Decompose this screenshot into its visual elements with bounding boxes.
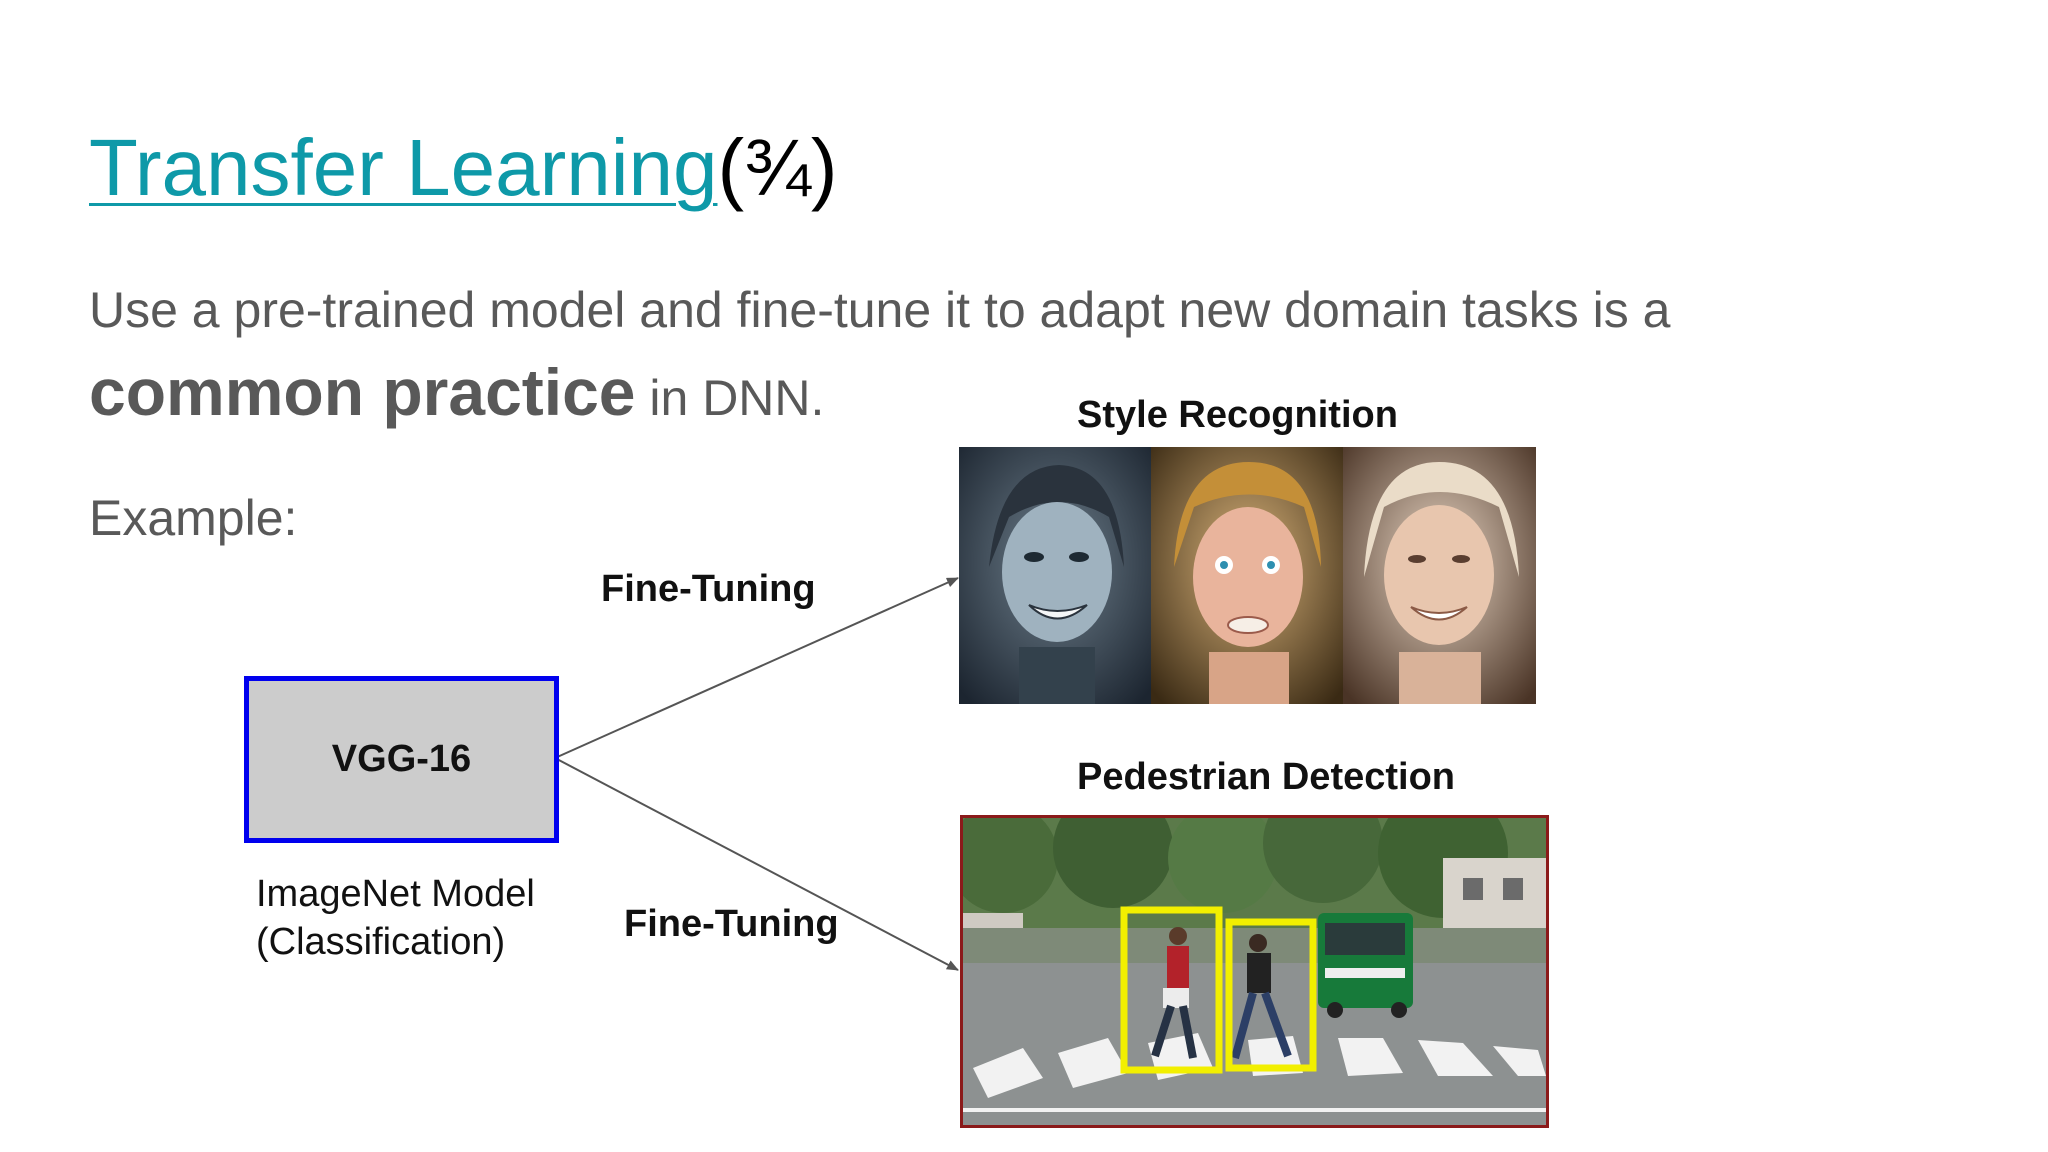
finetune-label-bottom: Fine-Tuning bbox=[624, 903, 839, 945]
pedestrian-detection-label: Pedestrian Detection bbox=[1077, 756, 1455, 798]
model-name: VGG-16 bbox=[331, 738, 472, 780]
body-bold-phrase: common practice bbox=[89, 355, 636, 429]
body-rest: in DNN. bbox=[635, 370, 825, 426]
style-recognition-image bbox=[959, 447, 1536, 704]
example-label: Example: bbox=[89, 490, 298, 546]
slide-title: Transfer Learning(¾) bbox=[89, 118, 837, 218]
body-text-line1: Use a pre-trained model and fine-tune it… bbox=[89, 282, 1671, 338]
model-caption: ImageNet Model (Classification) bbox=[256, 870, 535, 966]
arrow-to-style bbox=[554, 577, 959, 759]
style-recognition-label: Style Recognition bbox=[1077, 394, 1398, 436]
vgg16-model-box: VGG-16 bbox=[244, 676, 559, 843]
finetune-label-top: Fine-Tuning bbox=[601, 568, 816, 610]
title-link[interactable]: Transfer Learning bbox=[89, 123, 718, 212]
caption-line1: ImageNet Model bbox=[256, 873, 535, 915]
arrow-to-pedestrian bbox=[554, 757, 959, 971]
caption-line2: (Classification) bbox=[256, 921, 506, 963]
body-text-line2: common practice in DNN. bbox=[89, 355, 824, 435]
pedestrian-detection-image bbox=[960, 815, 1549, 1128]
title-suffix: (¾) bbox=[717, 123, 838, 212]
